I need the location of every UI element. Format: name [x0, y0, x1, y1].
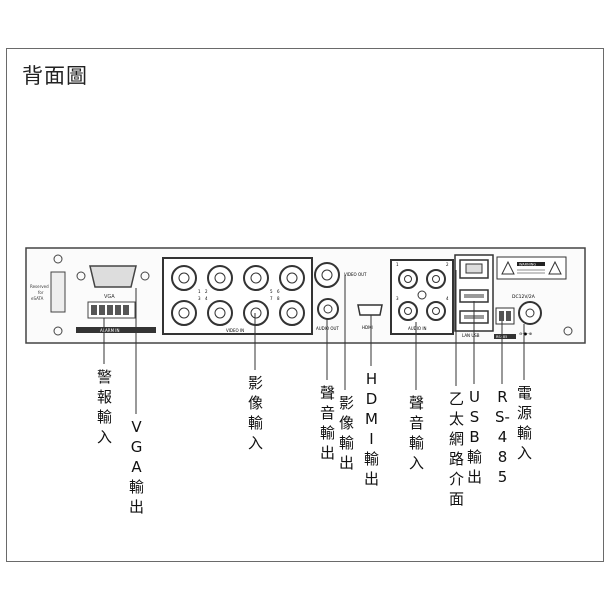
audio-in-number: 1 — [396, 262, 399, 267]
warning-triangle-left — [501, 260, 515, 275]
audio-in-rca-group — [398, 269, 446, 321]
leader-lines — [103, 270, 525, 414]
warning-label — [496, 256, 567, 280]
audio-in-number: 4 — [446, 296, 449, 301]
callout-audio-in: 聲音輸入 — [408, 394, 424, 472]
video-in-number: 1 — [198, 289, 201, 294]
alarm-pin — [115, 305, 121, 315]
callout-hdmi: HDMI輸出 — [363, 370, 379, 488]
reserved-text-1: Reserved — [30, 284, 49, 289]
video-in-number: 4 — [205, 296, 208, 301]
audio-out-rca-core — [323, 304, 333, 314]
warning-triangle-right — [548, 260, 562, 275]
video-in-number: 8 — [277, 296, 280, 301]
dc-polarity: ⊖-●-⊕ — [519, 331, 532, 336]
callout-lan: 乙太網路介面 — [448, 390, 464, 508]
callout-power: 電源輸入 — [516, 384, 532, 462]
vga-label: VGA — [104, 294, 115, 300]
callout-audio-out: 聲音輸出 — [319, 384, 335, 462]
rs485-terminal — [495, 307, 515, 325]
callout-usb: USB輸出 — [466, 388, 482, 486]
alarm-pin — [91, 305, 97, 315]
screw-bottom-left — [53, 326, 63, 336]
video-in-number: 2 — [205, 289, 208, 294]
warning-bar — [517, 262, 545, 266]
video-in-number: 6 — [277, 289, 280, 294]
screw-top-left — [53, 254, 63, 264]
callout-alarm: 警報輸入 — [96, 368, 112, 446]
dc-label: DC12V/2A — [512, 294, 536, 300]
video-out-bnc-core — [321, 269, 333, 281]
callout-video-in: 影像輸入 — [247, 374, 263, 452]
diagram-title: 背面圖 — [22, 64, 88, 88]
callout-vga: VGA輸出 — [128, 418, 144, 516]
alarm-pin — [99, 305, 105, 315]
video-in-number: 7 — [270, 296, 273, 301]
lan-port-inner — [465, 263, 483, 274]
dc-jack-pin — [525, 308, 535, 318]
vga-port — [89, 265, 137, 288]
audio-in-number: 3 — [396, 296, 399, 301]
video-in-number: 3 — [198, 296, 201, 301]
lan-usb-label: LAN USB — [462, 333, 480, 338]
video-in-number: 5 — [270, 289, 273, 294]
screw-bottom-right — [563, 326, 573, 336]
reserved-text-2: for — [38, 290, 44, 295]
video-in-label: VIDEO IN — [226, 328, 244, 333]
usb-port-1-tongue — [464, 294, 484, 298]
audio-out-label: AUDIO OUT — [316, 326, 339, 331]
callout-video-out: 影像輸出 — [338, 394, 354, 472]
audio-in-label: AUDIO IN — [408, 326, 427, 331]
rs485-strip — [494, 334, 516, 339]
alarm-strip — [76, 327, 156, 333]
hdmi-port — [357, 304, 383, 316]
video-out-top-label: VIDEO OUT — [344, 272, 367, 277]
esata-slot — [50, 271, 66, 313]
vga-screw-right — [140, 271, 150, 281]
alarm-pin — [123, 305, 129, 315]
hdmi-label: HDMI — [362, 325, 373, 330]
warning-text: WARNING — [519, 263, 536, 267]
callout-rs485: RS-485 — [495, 388, 510, 486]
rs485-pin — [499, 311, 504, 321]
alarm-pin — [107, 305, 113, 315]
reserved-text-3: eSATA — [31, 296, 44, 301]
bnc-row-bottom — [171, 300, 305, 326]
alarm-terminal-text: ALARM IN — [100, 328, 119, 333]
bnc-row-top — [171, 265, 305, 291]
audio-in-number: 2 — [446, 262, 449, 267]
vga-screw-left — [76, 271, 86, 281]
rs485-pin — [506, 311, 511, 321]
